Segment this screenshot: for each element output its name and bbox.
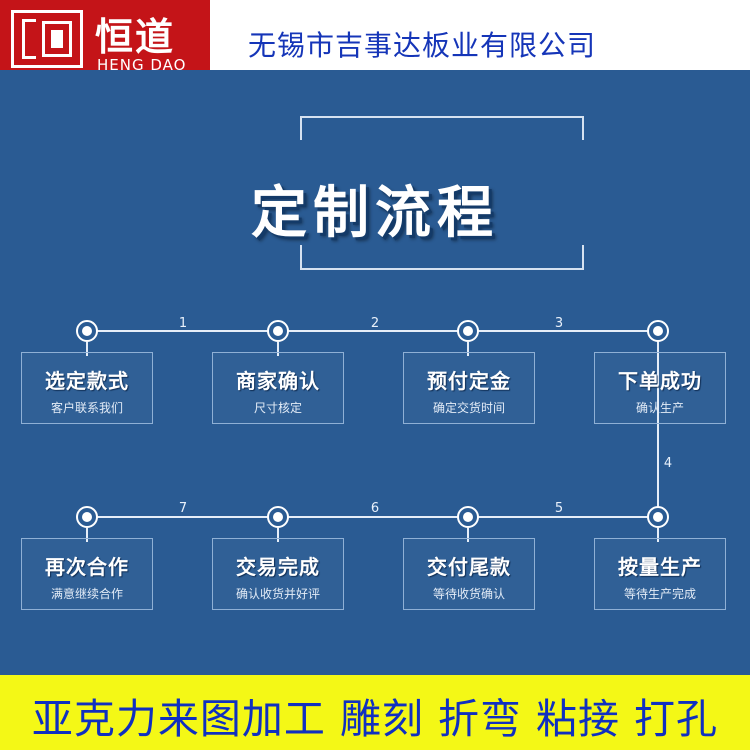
step-title: 交易完成 [236,555,320,579]
step-select-style: 选定款式 客户联系我们 [21,352,153,424]
step-title: 交付尾款 [427,555,511,579]
step-subtitle: 客户联系我们 [50,401,123,415]
step-title: 下单成功 [618,369,702,393]
logo-en-text: HENG DAO [97,56,187,74]
step-title: 再次合作 [45,555,129,579]
step-order-success: 下单成功 确认生产 [594,352,726,424]
logo-cn-text: 恒道 [95,15,176,59]
step-final-payment: 交付尾款 等待收货确认 [403,538,535,610]
step-title: 预付定金 [427,369,511,393]
step-cooperate-again: 再次合作 满意继续合作 [21,538,153,610]
step-title: 选定款式 [45,369,129,393]
flow-node [647,320,669,342]
flow-node [267,320,289,342]
company-name: 无锡市吉事达板业有限公司 [248,29,597,62]
connector-number: 1 [178,316,188,331]
step-subtitle: 确定交货时间 [432,401,505,415]
step-production: 按量生产 等待生产完成 [594,538,726,610]
logo[interactable]: 恒道 HENG DAO [0,0,210,80]
flow-node [76,506,98,528]
connector-number: 3 [554,316,564,331]
flow-node [647,506,669,528]
step-subtitle: 满意继续合作 [50,587,123,601]
connector-line [657,331,659,517]
step-subtitle: 确认生产 [635,401,684,415]
flow-node [457,320,479,342]
step-subtitle: 确认收货并好评 [235,587,320,601]
flow-node [267,506,289,528]
connector-number: 2 [370,316,380,331]
step-merchant-confirm: 商家确认 尺寸核定 [212,352,344,424]
step-subtitle: 等待生产完成 [623,587,696,601]
header: 恒道 HENG DAO 无锡市吉事达板业有限公司 [0,0,750,80]
step-subtitle: 等待收货确认 [432,587,505,601]
step-deal-complete: 交易完成 确认收货并好评 [212,538,344,610]
flow-node [457,506,479,528]
step-subtitle: 尺寸核定 [253,401,302,415]
connector-line [87,330,658,332]
connector-number: 5 [554,501,564,516]
step-title: 商家确认 [236,369,320,393]
page-title: 定制流程 [251,181,499,246]
service-banner: 亚克力来图加工 雕刻 折弯 粘接 打孔 [0,675,750,750]
flow-node [76,320,98,342]
connector-number: 6 [370,501,380,516]
step-deposit: 预付定金 确定交货时间 [403,352,535,424]
connector-number: 4 [663,456,673,471]
banner-text: 亚克力来图加工 雕刻 折弯 粘接 打孔 [31,695,719,743]
process-panel [0,70,750,675]
logo-mark-icon [11,10,83,68]
step-title: 按量生产 [618,555,702,579]
connector-line [87,516,658,518]
connector-number: 7 [178,501,188,516]
